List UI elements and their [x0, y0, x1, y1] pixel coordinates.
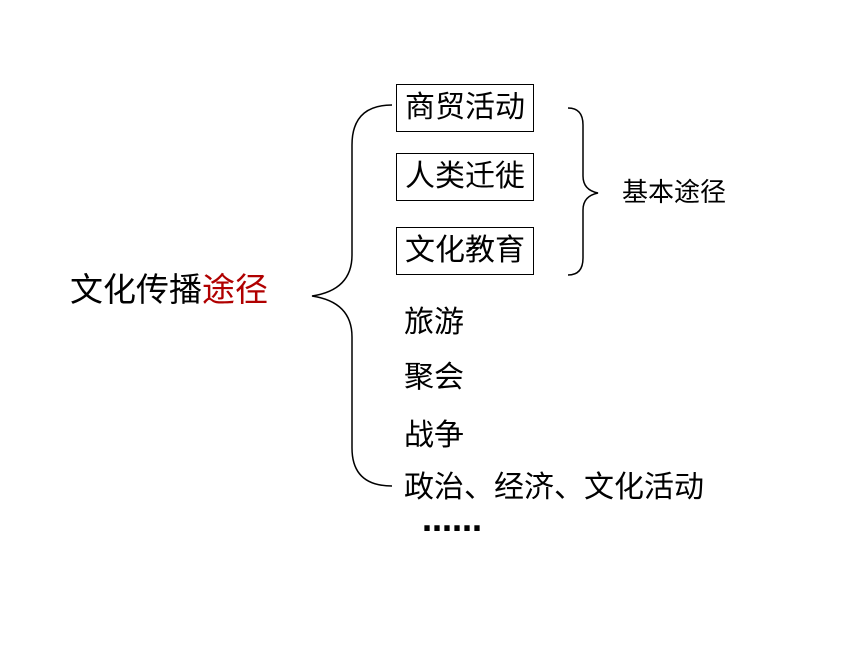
- basic-item-education: 文化教育: [396, 227, 534, 275]
- other-item-war: 战争: [404, 418, 464, 453]
- root-label-prefix: 文化传播: [70, 270, 202, 309]
- basic-group-label: 基本途径: [622, 178, 727, 208]
- other-item-tourism: 旅游: [404, 305, 464, 340]
- basic-brace: [567, 107, 599, 276]
- other-item-ellipsis: ……: [422, 504, 482, 539]
- root-label: 文化传播途径: [70, 268, 268, 312]
- main-brace: [311, 104, 393, 487]
- other-item-activities: 政治、经济、文化活动: [404, 470, 704, 505]
- other-item-gathering: 聚会: [404, 360, 464, 395]
- basic-item-migration: 人类迁徙: [396, 153, 534, 201]
- root-label-highlight: 途径: [202, 270, 268, 309]
- basic-item-trade: 商贸活动: [396, 84, 534, 132]
